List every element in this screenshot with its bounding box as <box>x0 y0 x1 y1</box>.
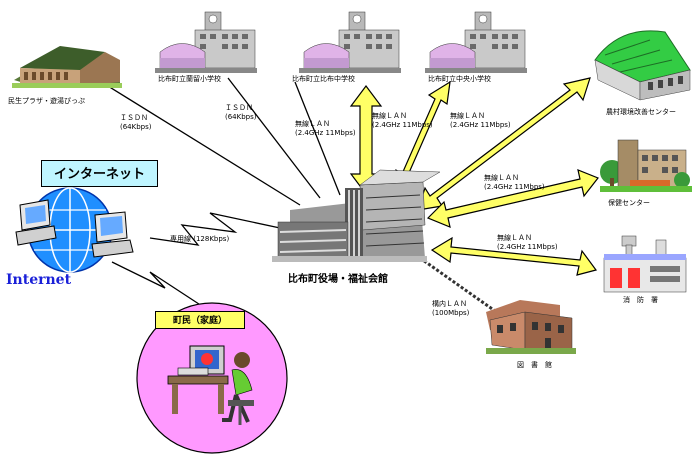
town-hall-building <box>272 169 441 262</box>
minsei-plaza-label: 民生プラザ・遊湯ぴっぷ <box>8 97 85 105</box>
intra-lan-label: 構内ＬＡＮ(100Mbps) <box>432 300 470 317</box>
minsei-plaza-building <box>12 46 122 88</box>
leased-line-zigzag <box>149 212 281 246</box>
arrow-fire <box>430 236 598 276</box>
agri-center-label: 農村環境改善センター <box>606 108 676 116</box>
citizen-box-label: 町民（家庭） <box>155 311 245 329</box>
citizen-line-zigzag <box>111 261 206 309</box>
health-center-label: 保健センター <box>608 199 650 207</box>
higashi-school-label: 比布町立蘭留小学校 <box>158 75 221 83</box>
isdn-a-label: ＩＳＤＮ(64Kbps) <box>120 114 152 131</box>
fire-station-building <box>603 235 687 293</box>
arrow-health <box>426 169 599 228</box>
isdn-line-minsei <box>94 77 301 206</box>
higashi-school-building <box>155 11 257 73</box>
isdn-line-higashi <box>227 77 321 199</box>
central-school-building <box>425 11 527 73</box>
home-computer-user-icon <box>167 345 254 425</box>
computer-right-icon <box>91 211 134 258</box>
computer-left-icon <box>15 199 57 246</box>
health-center-building <box>600 139 692 192</box>
link-line-junior <box>294 81 341 196</box>
isdn-b-label: ＩＳＤＮ(64Kbps) <box>225 104 257 121</box>
internet-label: Internet <box>6 272 72 288</box>
fire-station-label: 消 防 署 <box>623 296 658 304</box>
agri-center-building <box>594 30 691 101</box>
town-hall-label: 比布町役場・福祉会館 <box>288 274 388 285</box>
library-label: 図 書 館 <box>517 361 552 369</box>
lan-junior-label: 無線ＬＡＮ(2.4GHz 11Mbps) <box>295 120 356 137</box>
lan-central-label: 無線ＬＡＮ(2.4GHz 11Mbps) <box>372 112 433 129</box>
junior-high-label: 比布町立比布中学校 <box>292 75 355 83</box>
central-school-label: 比布町立中央小学校 <box>428 75 491 83</box>
lan-agri-label: 無線ＬＡＮ(2.4GHz 11Mbps) <box>450 112 511 129</box>
lan-fire-label: 無線ＬＡＮ(2.4GHz 11Mbps) <box>497 234 558 251</box>
junior-high-building <box>299 11 401 73</box>
leased-line-label: 専用線 (128Kbps) <box>170 235 230 243</box>
internet-box-label: インターネット <box>41 160 158 187</box>
library-building <box>486 300 576 354</box>
lan-health-label: 無線ＬＡＮ(2.4GHz 11Mbps) <box>484 174 545 191</box>
intra-lan-line <box>419 256 506 320</box>
